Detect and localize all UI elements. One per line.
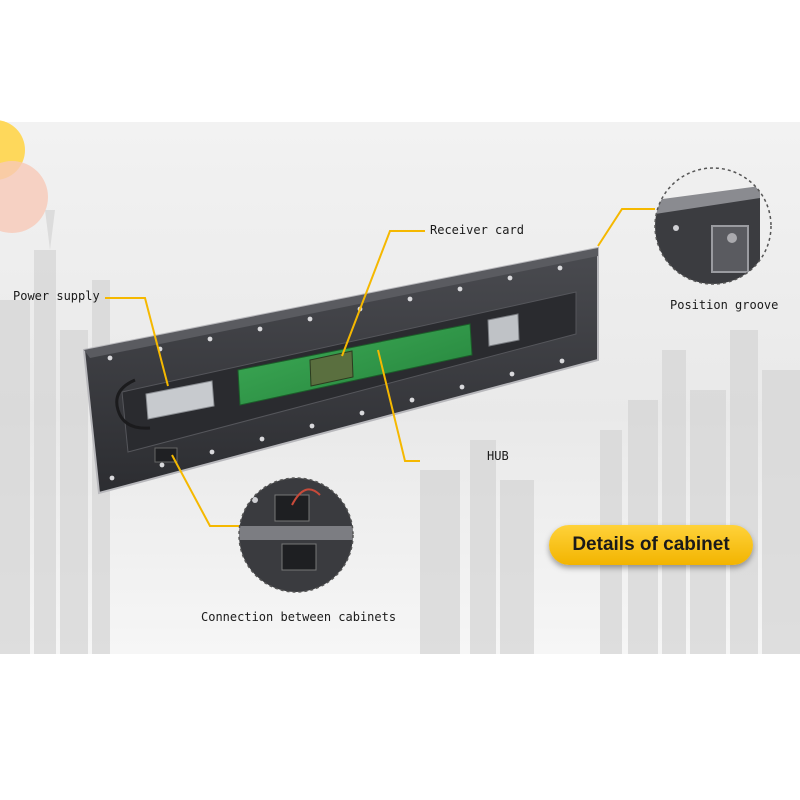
label-power-supply: Power supply — [13, 289, 100, 303]
receiver-card-board — [309, 350, 354, 387]
zoom-connection — [238, 477, 354, 593]
label-hub: HUB — [487, 449, 509, 463]
leader-lines — [105, 208, 655, 527]
led-cabinet — [82, 246, 599, 495]
label-receiver-card: Receiver card — [430, 223, 524, 237]
hub-board — [237, 323, 473, 406]
power-supply-unit — [145, 380, 215, 420]
label-position-groove: Position groove — [670, 298, 779, 312]
zoom-position-groove — [654, 167, 772, 285]
label-connection-between-cabinets: Connection between cabinets — [201, 610, 397, 624]
details-of-cabinet-badge: Details of cabinet — [549, 525, 753, 565]
decor-circle-peach — [0, 161, 48, 233]
